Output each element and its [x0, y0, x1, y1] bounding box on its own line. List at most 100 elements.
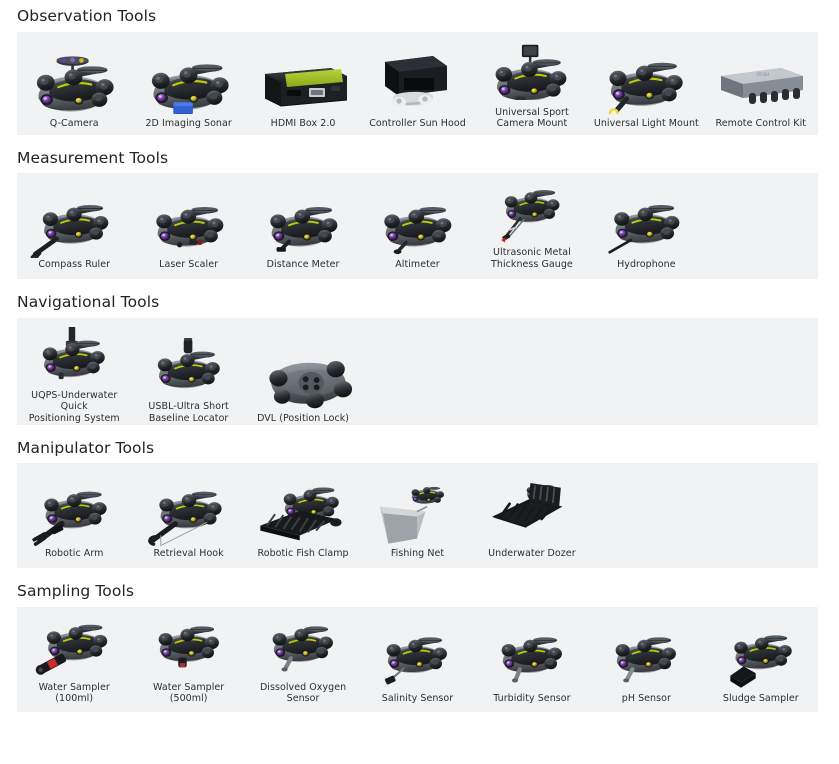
tool-card-empty: [704, 181, 818, 270]
remote-control-kit-icon: FIFISH: [704, 49, 818, 115]
tool-label: Distance Meter: [265, 259, 342, 271]
rov-sonar-icon: [131, 49, 245, 115]
tool-label: Salinity Sensor: [380, 693, 455, 705]
tool-card-dvl[interactable]: DVL (Position Lock): [246, 326, 360, 425]
tool-label: Remote Control Kit: [714, 118, 809, 130]
tool-card-dissolved-oxygen-sensor[interactable]: Dissolved Oxygen Sensor: [246, 613, 360, 705]
tool-label: Compass Ruler: [36, 259, 112, 271]
tool-label: Robotic Arm: [43, 548, 105, 560]
tool-card-underwater-dozer[interactable]: Underwater Dozer: [475, 471, 589, 559]
tool-label: Underwater Dozer: [486, 548, 578, 560]
tool-card-hydrophone[interactable]: Hydrophone: [589, 181, 703, 270]
tool-card-universal-sport-camera-mount[interactable]: Universal Sport Camera Mount: [475, 38, 589, 130]
rov-retrieval-hook-icon: [131, 482, 245, 548]
section-panel-manipulator: Robotic Arm Retrieval Hoo: [17, 463, 818, 568]
rov-water-sampler-100-icon: [17, 616, 131, 682]
tool-label: Q-Camera: [48, 118, 101, 130]
tool-label: 2D Imaging Sonar: [143, 118, 233, 130]
tool-card-ph-sensor[interactable]: pH Sensor: [589, 613, 703, 705]
tool-label: Water Sampler (500ml): [151, 682, 226, 705]
tool-card-altimeter[interactable]: Altimeter: [360, 181, 474, 270]
tool-label: Dissolved Oxygen Sensor: [258, 682, 348, 705]
section-title-observation: Observation Tools: [0, 9, 839, 25]
svg-text:FIFISH: FIFISH: [757, 72, 770, 77]
tool-card-ultrasonic-metal-thickness-gauge[interactable]: Ultrasonic Metal Thickness Gauge: [475, 181, 589, 270]
tool-card-empty: [589, 326, 703, 425]
tool-card-laser-scaler[interactable]: Laser Scaler: [131, 181, 245, 270]
section-manipulator: Manipulator Tools Robo: [0, 441, 839, 569]
tool-card-sludge-sampler[interactable]: Sludge Sampler: [704, 613, 818, 705]
tool-card-fishing-net[interactable]: Fishing Net: [360, 471, 474, 559]
section-navigational: Navigational Tools UQP: [0, 295, 839, 425]
tool-card-robotic-arm[interactable]: Robotic Arm: [17, 471, 131, 559]
tool-card-empty: [704, 471, 818, 559]
tool-label: Universal Light Mount: [592, 118, 701, 130]
tool-label: Altimeter: [393, 259, 442, 271]
tool-card-uqps[interactable]: UQPS-Underwater Quick Positioning System: [17, 326, 131, 425]
tool-card-retrieval-hook[interactable]: Retrieval Hook: [131, 471, 245, 559]
rov-compass-ruler-icon: [17, 195, 131, 259]
tool-label: Controller Sun Hood: [367, 118, 468, 130]
section-title-manipulator: Manipulator Tools: [0, 441, 839, 457]
tool-card-turbidity-sensor[interactable]: Turbidity Sensor: [475, 613, 589, 705]
section-panel-measurement: Compass Ruler Laser Scale: [17, 173, 818, 279]
tool-card-remote-control-kit[interactable]: FIFISH Remote Control: [704, 38, 818, 130]
tool-card-universal-light-mount[interactable]: Universal Light Mount: [589, 38, 703, 130]
tool-label: Turbidity Sensor: [491, 693, 572, 705]
section-panel-observation: Q-Camera: [17, 32, 818, 135]
tool-card-hdmi-box[interactable]: HDMI Box 2.0: [246, 38, 360, 130]
tool-card-robotic-fish-clamp[interactable]: Robotic Fish Clamp: [246, 471, 360, 559]
tool-card-usbl[interactable]: USBL-Ultra Short Baseline Locator: [131, 326, 245, 425]
tool-card-distance-meter[interactable]: Distance Meter: [246, 181, 360, 270]
tool-grid-manipulator: Robotic Arm Retrieval Hoo: [17, 463, 818, 568]
tool-card-empty: [704, 326, 818, 425]
rov-hydrophone-icon: [589, 195, 703, 259]
section-panel-navigational: UQPS-Underwater Quick Positioning System…: [17, 318, 818, 425]
rov-altimeter-icon: [360, 195, 474, 259]
tool-card-2d-imaging-sonar[interactable]: 2D Imaging Sonar: [131, 38, 245, 130]
tool-label: Robotic Fish Clamp: [256, 548, 351, 560]
tool-card-empty: [475, 326, 589, 425]
rov-usbl-icon: [131, 337, 245, 401]
tool-card-water-sampler-500ml[interactable]: Water Sampler (500ml): [131, 613, 245, 705]
rov-dissolved-oxygen-icon: [246, 616, 360, 682]
section-sampling: Sampling Tools: [0, 584, 839, 712]
rov-ultrasonic-gauge-icon: [475, 183, 589, 247]
rov-fishing-net-icon: [360, 482, 474, 548]
tool-label: Sludge Sampler: [721, 693, 801, 705]
tool-card-water-sampler-100ml[interactable]: Water Sampler (100ml): [17, 613, 131, 705]
tool-label: DVL (Position Lock): [255, 413, 351, 425]
rov-fish-clamp-icon: [246, 482, 360, 548]
tool-label: UQPS-Underwater Quick Positioning System: [17, 390, 131, 425]
rov-uqps-icon: [17, 326, 131, 390]
tool-card-empty: [589, 471, 703, 559]
tool-label: Fishing Net: [389, 548, 446, 560]
rov-salinity-sensor-icon: [360, 627, 474, 693]
tool-card-salinity-sensor[interactable]: Salinity Sensor: [360, 613, 474, 705]
section-measurement: Measurement Tools Compass Ruler: [0, 151, 839, 280]
tool-grid-sampling: Water Sampler (100ml) Water Sampler (500…: [17, 607, 818, 712]
tool-label: Ultrasonic Metal Thickness Gauge: [489, 247, 575, 270]
controller-sun-hood-icon: [360, 49, 474, 115]
tool-label: Water Sampler (100ml): [37, 682, 112, 705]
tool-card-q-camera[interactable]: Q-Camera: [17, 38, 131, 130]
section-title-measurement: Measurement Tools: [0, 151, 839, 167]
tool-card-compass-ruler[interactable]: Compass Ruler: [17, 181, 131, 270]
tool-label: pH Sensor: [620, 693, 673, 705]
rov-water-sampler-500-icon: [131, 616, 245, 682]
tool-label: Retrieval Hook: [152, 548, 226, 560]
rov-robotic-arm-icon: [17, 482, 131, 548]
tool-grid-observation: Q-Camera: [17, 32, 818, 135]
rov-sludge-sampler-icon: [704, 627, 818, 693]
tool-card-empty: [360, 326, 474, 425]
rov-light-mount-icon: [589, 49, 703, 115]
rov-q-camera-icon: [17, 49, 131, 115]
tool-label: HDMI Box 2.0: [269, 118, 338, 130]
hdmi-box-icon: [246, 49, 360, 115]
tools-catalog-page: Observation Tools: [0, 9, 839, 764]
tool-card-controller-sun-hood[interactable]: Controller Sun Hood: [360, 38, 474, 130]
section-title-navigational: Navigational Tools: [0, 295, 839, 311]
rov-laser-scaler-icon: [131, 195, 245, 259]
rov-distance-meter-icon: [246, 195, 360, 259]
rov-dvl-icon: [246, 349, 360, 413]
